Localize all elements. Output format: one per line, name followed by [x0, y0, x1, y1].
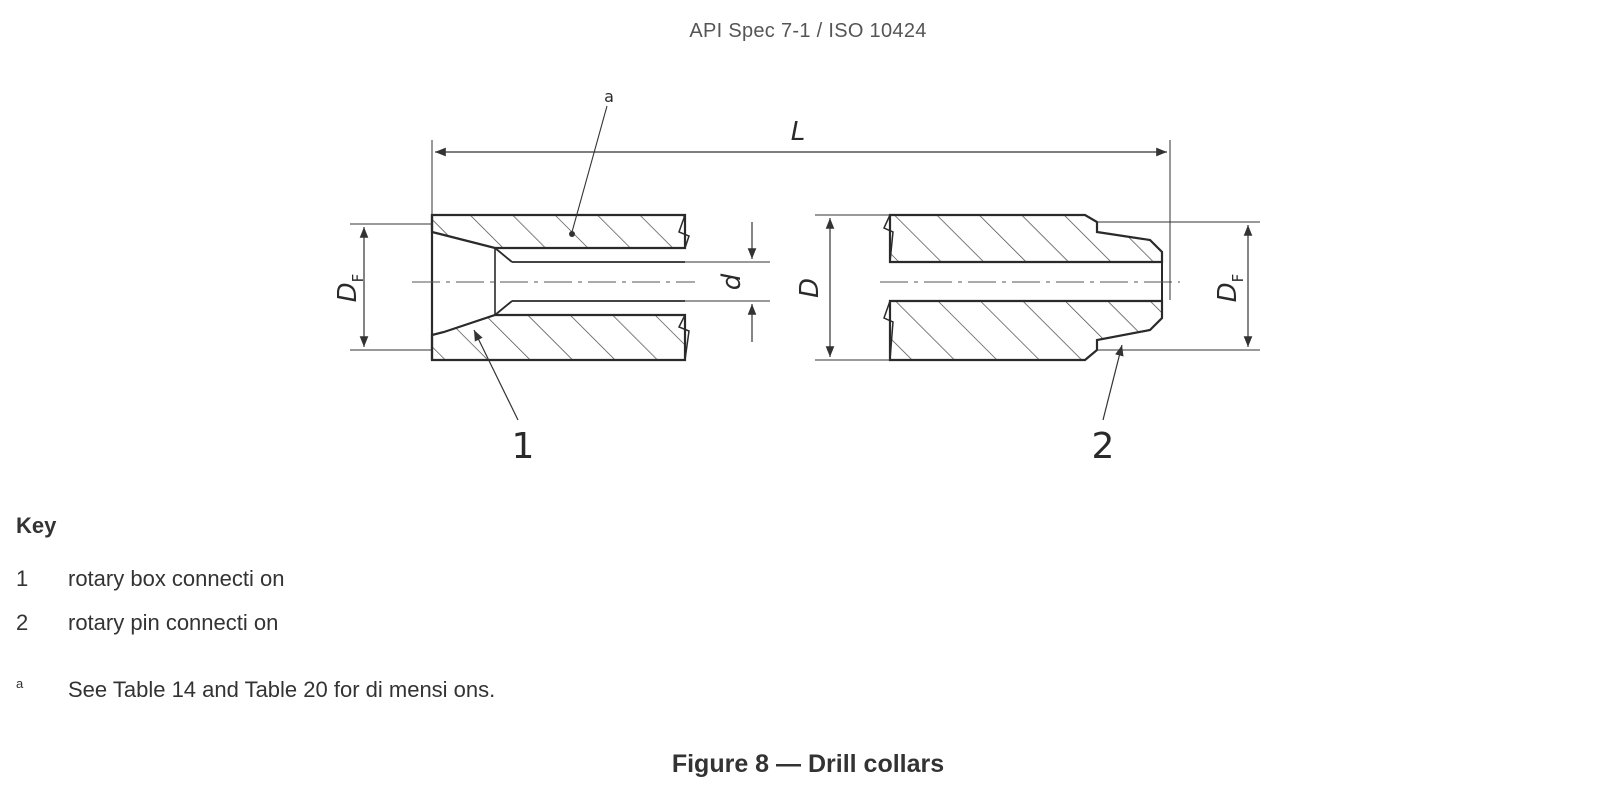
key-note-marker: a [16, 676, 24, 691]
svg-text:DF: DF [1213, 274, 1247, 303]
box-face-diameter-label: D [333, 282, 363, 302]
key-item: 1 rotary box connecti on [16, 566, 284, 592]
length-label: L [791, 117, 806, 147]
bore-dimension: d [685, 222, 770, 342]
key-item-marker: 1 [16, 566, 29, 591]
pin-face-diameter-subscript: F [1229, 274, 1247, 283]
box-face-diameter-subscript: F [349, 274, 367, 283]
figure-caption: Figure 8 — Drill collars [671, 750, 945, 778]
key-note: a See Table 14 and Table 20 for di mensi … [16, 676, 495, 703]
outside-diameter-label: D [795, 278, 825, 298]
pin-upper-wall [888, 213, 1164, 264]
svg-text:DF: DF [333, 274, 367, 303]
length-dimension: L [431, 117, 1171, 300]
document-header: API Spec 7-1 / ISO 10424 [689, 20, 927, 42]
drill-collar-drawing: L a DF d D [333, 87, 1260, 467]
footnote-marker-label: a [604, 87, 614, 106]
key-note-text: See Table 14 and Table 20 for di mensi o… [68, 677, 496, 702]
key-item-text: rotary pin connecti on [68, 610, 279, 635]
pin-face-diameter-dimension: DF [1097, 221, 1260, 351]
pin-lower-wall [888, 299, 1164, 362]
box-reference-number: 1 [512, 426, 535, 467]
box-face-diameter-dimension: DF [333, 223, 432, 351]
box-end-section [430, 213, 690, 362]
pin-end-section [883, 213, 1164, 362]
outside-diameter-dimension: D [795, 214, 890, 361]
box-lower-wall [430, 313, 687, 362]
pin-face-diameter-label: D [1213, 282, 1243, 302]
footnote-leader: a [569, 87, 614, 237]
key-item: 2 rotary pin connecti on [16, 610, 278, 636]
key-title: Key [16, 513, 57, 538]
pin-reference-number: 2 [1092, 426, 1115, 467]
box-reference-leader: 1 [473, 329, 535, 467]
bore-label: d [717, 273, 747, 290]
key-item-text: rotary box connecti on [68, 566, 285, 591]
box-upper-wall [430, 213, 687, 250]
pin-reference-leader: 2 [1092, 344, 1124, 467]
key-item-marker: 2 [16, 610, 29, 635]
